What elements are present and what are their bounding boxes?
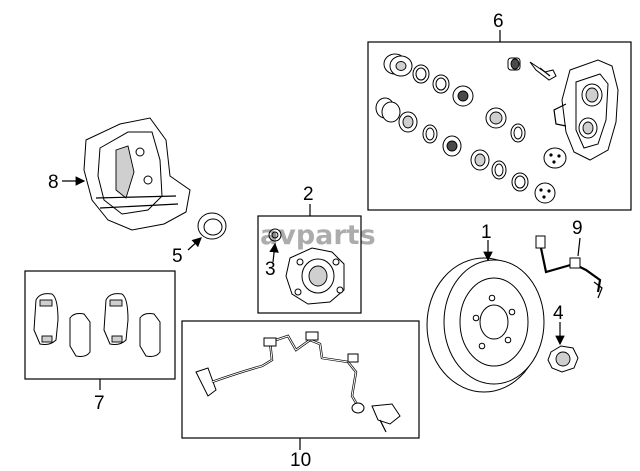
callout-5: 5 (172, 246, 183, 267)
callout-6: 6 (493, 11, 504, 32)
callout-10: 10 (290, 450, 311, 471)
brake-pads-group (24, 270, 176, 390)
callout-7: 7 (94, 393, 105, 414)
callout-4: 4 (553, 303, 564, 324)
callout-1: 1 (481, 222, 492, 243)
caliper-group: 6 (367, 11, 632, 211)
piston-set-lower (375, 97, 556, 204)
callout-3: 3 (265, 259, 276, 280)
callout-9: 9 (572, 218, 583, 239)
callout-8: 8 (48, 172, 59, 193)
brake-rotor (426, 240, 545, 393)
watermark-logo: avparts (260, 220, 376, 251)
harness-group (181, 320, 420, 450)
piston-set-upper (383, 53, 567, 169)
brake-hose (535, 235, 603, 299)
dust-shield (62, 117, 191, 231)
bleeder-screw (507, 57, 557, 81)
hub-group (257, 204, 362, 314)
seal-ring (187, 212, 227, 251)
callout-2: 2 (303, 184, 314, 205)
hub-nut (547, 322, 579, 373)
caliper-body (553, 59, 619, 161)
